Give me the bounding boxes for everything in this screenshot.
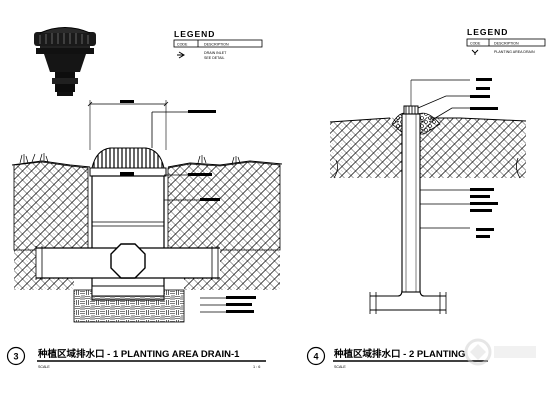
- drain-product-icon: [34, 27, 96, 96]
- soil-hatch-left: [13, 161, 89, 251]
- legend-right: LEGEND CODE DESCRIPTION PLANTING AREA DR…: [466, 27, 546, 55]
- detail-3-scale-value: 1 : 6: [253, 365, 260, 369]
- detail-4-drawing: [329, 78, 527, 314]
- watermark-logo: [464, 338, 536, 366]
- pipe-section-octagon: [110, 243, 146, 279]
- legend-left-symbol-icon: [177, 51, 185, 59]
- legend-right-header-description: DESCRIPTION: [494, 42, 519, 46]
- detail-3-scale-label: SCALE: [38, 365, 50, 369]
- detail-4-number-circle: [306, 346, 326, 366]
- detail-4-scale-label: SCALE: [334, 365, 346, 369]
- riser-pipe: [401, 113, 421, 293]
- legend-right-header-code: CODE: [470, 42, 481, 46]
- legend-left-header-description: DESCRIPTION: [204, 43, 229, 47]
- detail-4-number: 4: [313, 352, 318, 362]
- detail-3-title: 种植区域排水口 - 1 PLANTING AREA DRAIN-1: [37, 348, 240, 360]
- detail-3-title-block: 3 种植区域排水口 - 1 PLANTING AREA DRAIN-1 SCAL…: [6, 346, 266, 369]
- main-pipe: [370, 289, 446, 311]
- detail-3-drawing: [11, 100, 283, 323]
- detail-3-number-circle: [6, 346, 26, 366]
- drain-body: [91, 175, 165, 301]
- legend-right-symbol-icon: [471, 49, 479, 55]
- grate-dome: [91, 147, 165, 169]
- legend-left-row-desc-1: DRAIN INLET: [204, 51, 227, 55]
- soil-hatch-detail4: [330, 117, 402, 178]
- legend-right-title: LEGEND: [467, 27, 508, 37]
- legend-left-header-code: CODE: [177, 43, 188, 47]
- detail-4-title: 种植区域排水口 - 2 PLANTING: [333, 348, 465, 360]
- detail-4-title-block: 4 种植区域排水口 - 2 PLANTING SCALE: [306, 346, 488, 369]
- legend-left-row-desc-2: SEE DETAIL: [204, 56, 225, 60]
- detail-3-number: 3: [13, 352, 18, 362]
- legend-left: LEGEND CODE DESCRIPTION DRAIN INLET SEE …: [173, 29, 263, 60]
- legend-right-row-desc: PLANTING AREA DRAIN: [494, 50, 535, 54]
- legend-left-title: LEGEND: [174, 29, 215, 39]
